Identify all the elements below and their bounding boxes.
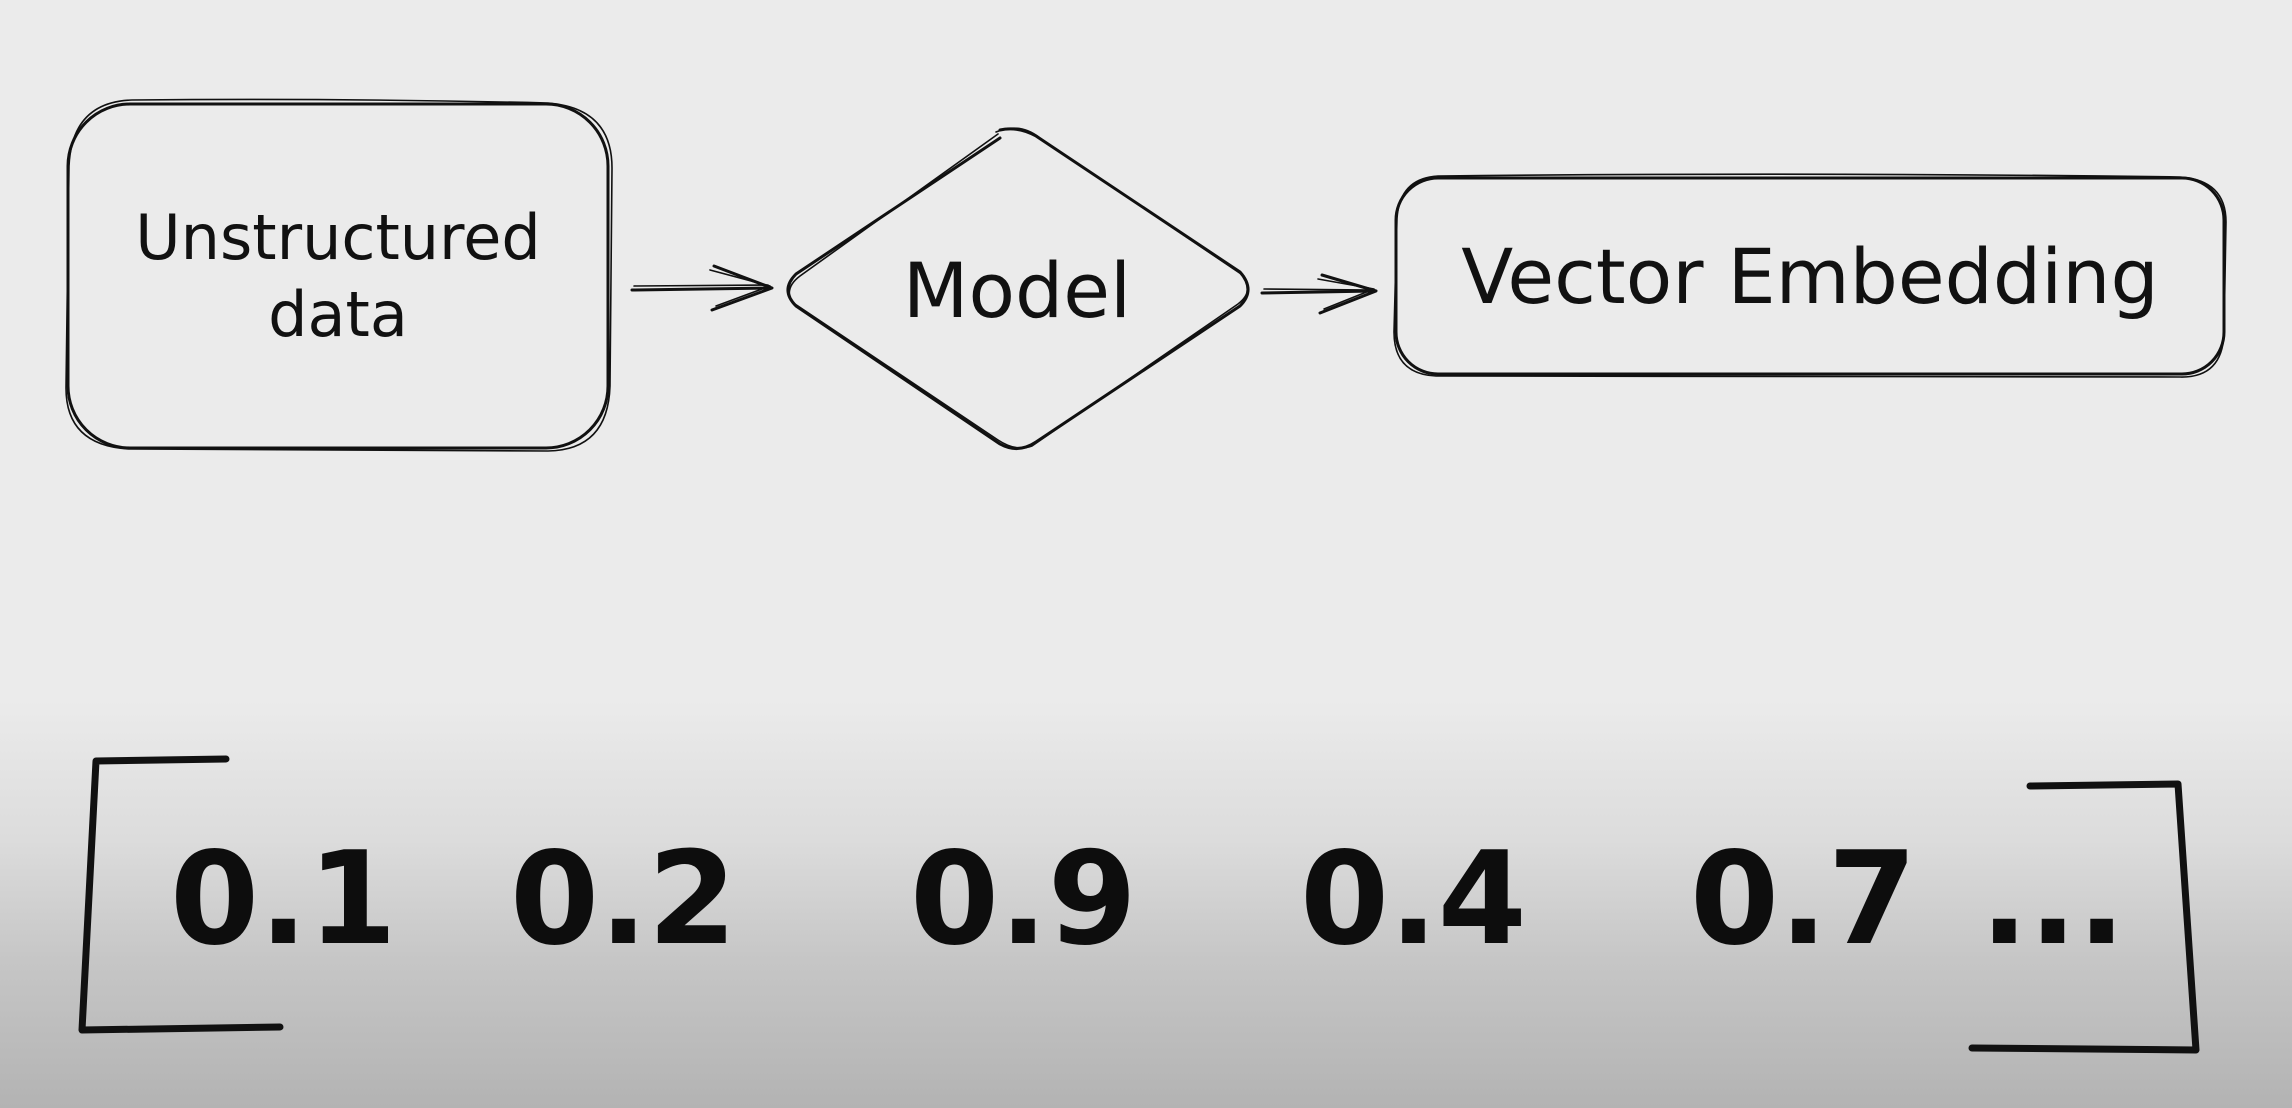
arrow-model-to-vector [1260,273,1378,315]
right-bracket [1968,780,2200,1054]
vector-value-4: 0.4 [1300,825,1527,974]
arrow-data-to-model [630,264,774,312]
vector-embedding-box-sketch [1393,173,2227,378]
unstructured-data-label: Unstructured data [135,200,541,352]
vector-value-3: 0.9 [910,825,1137,974]
vector-values: 0.1 0.2 0.9 0.4 0.7 ... [150,820,2126,980]
vector-value-2: 0.2 [510,825,737,974]
model-diamond-sketch [788,127,1249,449]
unstructured-data-box-sketch [65,98,613,452]
left-bracket [78,755,284,1034]
vector-value-5: 0.7 [1690,825,1917,974]
model-label: Model [902,245,1132,335]
vector-value-1: 0.1 [170,825,397,974]
vector-embedding-label: Vector Embedding [1461,231,2159,321]
vector-ellipsis: ... [1980,825,2126,974]
